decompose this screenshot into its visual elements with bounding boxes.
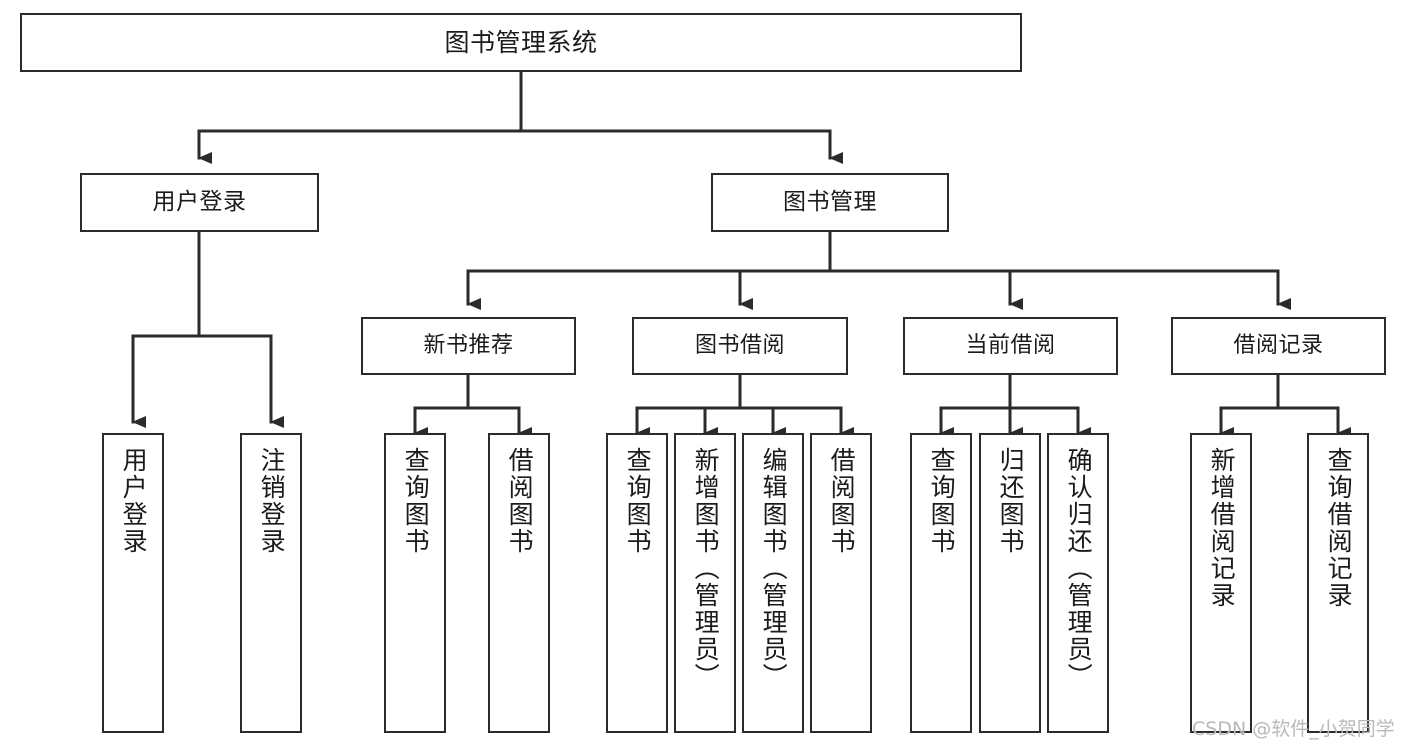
node-root-label: 图书管理系统 [444,27,598,57]
node-book-manage[interactable]: 图书管理 [711,173,949,232]
node-root[interactable]: 图书管理系统 [20,13,1022,72]
node-current-borrow-label: 当前借阅 [965,332,1056,358]
leaf-query-book-recommend-label: 查询图书 [401,447,431,555]
leaf-confirm-return-label: 确认归还（管理员） [1064,447,1094,690]
node-user-login-label: 用户登录 [152,188,247,215]
leaf-return-book[interactable]: 归还图书 [979,433,1041,733]
node-book-borrow-label: 图书借阅 [694,332,785,358]
leaf-query-book-borrow[interactable]: 查询图书 [606,433,668,733]
leaf-borrow-book[interactable]: 借阅图书 [810,433,872,733]
leaf-borrow-book-recommend[interactable]: 借阅图书 [488,433,550,733]
leaf-add-borrow-record[interactable]: 新增借阅记录 [1190,433,1252,733]
node-new-book-recommend-label: 新书推荐 [423,332,514,358]
leaf-query-book-current[interactable]: 查询图书 [910,433,972,733]
leaf-add-book-label: 新增图书（管理员） [691,447,721,690]
leaf-borrow-book-label: 借阅图书 [827,447,857,555]
node-new-book-recommend[interactable]: 新书推荐 [361,317,576,375]
leaf-query-book-current-label: 查询图书 [927,447,957,555]
node-book-borrow[interactable]: 图书借阅 [632,317,848,375]
node-borrow-record-label: 借阅记录 [1233,332,1324,358]
leaf-query-borrow-record-label: 查询借阅记录 [1324,447,1354,609]
leaf-logout[interactable]: 注销登录 [240,433,302,733]
node-current-borrow[interactable]: 当前借阅 [903,317,1118,375]
leaf-edit-book[interactable]: 编辑图书（管理员） [742,433,804,733]
leaf-query-book-borrow-label: 查询图书 [623,447,653,555]
leaf-user-login-label: 用户登录 [119,447,149,555]
csdn-watermark: CSDN @软件_小贺同学 [1192,718,1395,740]
leaf-return-book-label: 归还图书 [996,447,1026,555]
leaf-user-login[interactable]: 用户登录 [102,433,164,733]
node-user-login[interactable]: 用户登录 [80,173,319,232]
leaf-query-borrow-record[interactable]: 查询借阅记录 [1307,433,1369,733]
node-book-manage-label: 图书管理 [783,188,877,215]
leaf-add-borrow-record-label: 新增借阅记录 [1207,447,1237,609]
leaf-query-book-recommend[interactable]: 查询图书 [384,433,446,733]
node-borrow-record[interactable]: 借阅记录 [1171,317,1386,375]
leaf-logout-label: 注销登录 [257,447,287,555]
leaf-add-book[interactable]: 新增图书（管理员） [674,433,736,733]
leaf-edit-book-label: 编辑图书（管理员） [759,447,789,690]
leaf-borrow-book-recommend-label: 借阅图书 [505,447,535,555]
leaf-confirm-return[interactable]: 确认归还（管理员） [1047,433,1109,733]
